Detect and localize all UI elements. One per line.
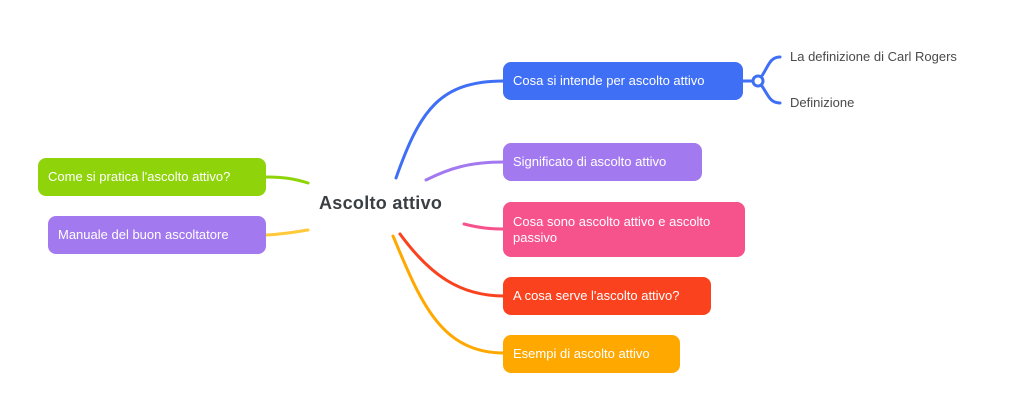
connector-purple: [424, 160, 506, 182]
connector-yellow: [264, 228, 310, 237]
topic-attivo-passivo[interactable]: Cosa sono ascolto attivo e ascolto passi…: [503, 202, 745, 257]
topic-come-si-pratica[interactable]: Come si pratica l'ascolto attivo?: [38, 158, 266, 196]
topic-label: A cosa serve l'ascolto attivo?: [513, 288, 680, 303]
connector-red: [398, 232, 506, 298]
topic-label: Cosa si intende per ascolto attivo: [513, 73, 705, 88]
topic-label: Significato di ascolto attivo: [513, 154, 667, 169]
topic-label: Esempi di ascolto attivo: [513, 346, 650, 361]
topic-label: Manuale del buon ascoltatore: [58, 227, 229, 242]
topic-label: Cosa sono ascolto attivo e ascolto passi…: [513, 213, 711, 245]
topic-cosa-si-intende[interactable]: Cosa si intende per ascolto attivo: [503, 62, 743, 100]
topic-esempi[interactable]: Esempi di ascolto attivo: [503, 335, 680, 373]
connector-orange: [391, 234, 506, 355]
connector-subtopic-2: [756, 79, 782, 105]
connector-pink: [462, 222, 506, 231]
topic-manuale-buon-ascoltatore[interactable]: Manuale del buon ascoltatore: [48, 216, 266, 254]
topic-a-cosa-serve[interactable]: A cosa serve l'ascolto attivo?: [503, 277, 711, 315]
subtopic-carl-rogers[interactable]: La definizione di Carl Rogers: [790, 49, 957, 64]
topic-label: Come si pratica l'ascolto attivo?: [48, 169, 231, 184]
topic-significato[interactable]: Significato di ascolto attivo: [503, 143, 702, 181]
connector-green: [264, 175, 310, 185]
connector-subtopic-1: [756, 55, 782, 83]
subtopic-definizione[interactable]: Definizione: [790, 95, 855, 110]
connector-blue: [394, 79, 506, 180]
central-topic[interactable]: Ascolto attivo: [319, 193, 443, 213]
collapse-toggle-icon: [751, 74, 765, 88]
